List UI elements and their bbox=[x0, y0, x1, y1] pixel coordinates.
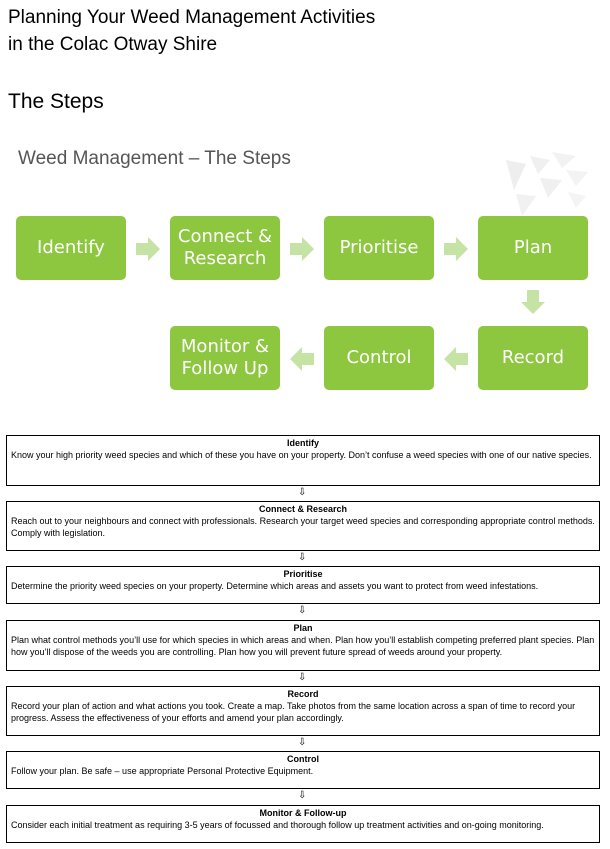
arrow-right-icon bbox=[290, 237, 314, 261]
arrow-right-icon bbox=[136, 237, 160, 261]
down-arrow-icon: ⇩ bbox=[298, 737, 307, 748]
box-label: Plan bbox=[513, 237, 553, 258]
box-label-line2: Follow Up bbox=[181, 358, 269, 379]
step-title: Plan bbox=[293, 623, 313, 633]
step-text: Record your plan of action and what acti… bbox=[11, 701, 576, 723]
title-line-1: Planning Your Weed Management Activities bbox=[8, 7, 376, 28]
down-arrow-icon: ⇩ bbox=[298, 672, 307, 683]
steps-heading: The Steps bbox=[8, 90, 104, 113]
decorative-triangles-icon bbox=[506, 152, 588, 216]
step-control: Control Follow your plan. Be safe – use … bbox=[6, 751, 600, 789]
diagram-title: Weed Management – The Steps bbox=[18, 148, 291, 169]
step-box-identify: Identify bbox=[16, 216, 126, 280]
step-prioritise: Prioritise Determine the priority weed s… bbox=[6, 566, 600, 604]
step-title: Record bbox=[287, 689, 319, 699]
step-text: Know your high priority weed species and… bbox=[11, 450, 592, 460]
box-label-line1: Monitor & bbox=[180, 336, 270, 357]
step-text: Determine the priority weed species on y… bbox=[11, 581, 539, 591]
step-text: Reach out to your neighbours and connect… bbox=[11, 516, 595, 538]
step-box-connect-research: Connect &Research bbox=[170, 216, 280, 280]
box-label: Control bbox=[346, 347, 412, 368]
down-arrow-icon: ⇩ bbox=[298, 487, 307, 498]
box-label: Identify bbox=[37, 237, 105, 258]
step-text: Follow your plan. Be safe – use appropri… bbox=[11, 766, 314, 776]
step-box-record: Record bbox=[478, 326, 588, 390]
step-monitor-follow-up: Monitor & Follow-up Consider each initia… bbox=[6, 805, 600, 843]
box-label-line1: Connect & bbox=[177, 226, 273, 247]
arrow-left-icon bbox=[444, 347, 468, 371]
step-connect-research: Connect & Research Reach out to your nei… bbox=[6, 501, 600, 551]
step-box-monitor-follow-up: Monitor &Follow Up bbox=[170, 326, 280, 390]
arrow-right-icon bbox=[444, 237, 468, 261]
step-text: Consider each initial treatment as requi… bbox=[11, 820, 544, 830]
down-arrow-icon: ⇩ bbox=[298, 605, 307, 616]
title-line-2: in the Colac Otway Shire bbox=[8, 34, 218, 55]
steps-diagram: Weed Management – The Steps Identify Con… bbox=[0, 140, 610, 410]
document-title: Planning Your Weed Management Activities… bbox=[8, 4, 375, 58]
step-plan: Plan Plan what control methods you’ll us… bbox=[6, 620, 600, 671]
step-identify: Identify Know your high priority weed sp… bbox=[6, 435, 600, 486]
step-title: Monitor & Follow-up bbox=[259, 808, 347, 818]
step-title: Identify bbox=[286, 438, 319, 448]
box-label-line2: Research bbox=[183, 248, 267, 269]
arrow-down-icon bbox=[521, 290, 545, 314]
step-box-prioritise: Prioritise bbox=[324, 216, 434, 280]
step-box-plan: Plan bbox=[478, 216, 588, 280]
step-record: Record Record your plan of action and wh… bbox=[6, 686, 600, 736]
box-label: Record bbox=[501, 347, 565, 368]
step-title: Prioritise bbox=[283, 569, 323, 579]
arrow-left-icon bbox=[290, 347, 314, 371]
step-title: Connect & Research bbox=[258, 504, 348, 514]
box-label: Prioritise bbox=[339, 237, 419, 258]
down-arrow-icon: ⇩ bbox=[298, 790, 307, 801]
step-title: Control bbox=[287, 754, 319, 764]
step-text: Plan what control methods you’ll use for… bbox=[11, 635, 595, 657]
step-box-control: Control bbox=[324, 326, 434, 390]
down-arrow-icon: ⇩ bbox=[298, 552, 307, 563]
